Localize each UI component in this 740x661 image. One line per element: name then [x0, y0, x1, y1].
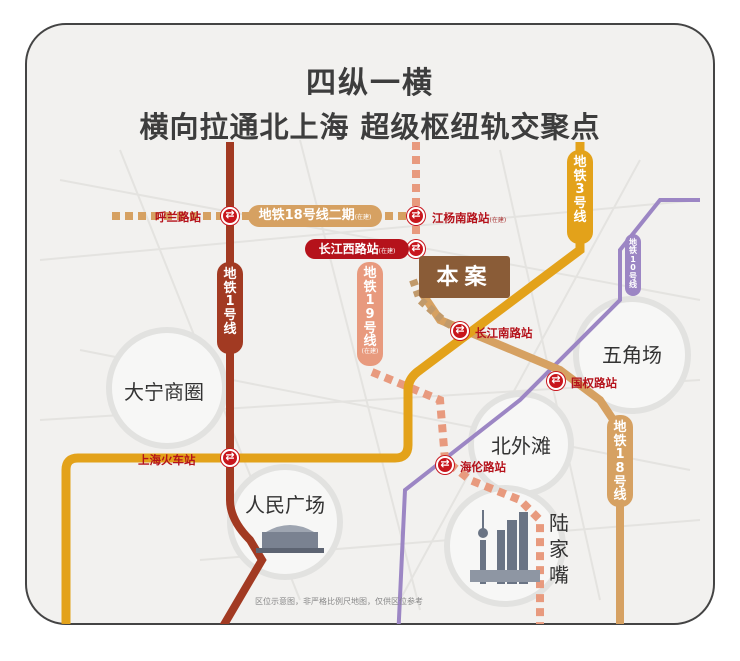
station-changjiang-south: 长江南路站 — [475, 326, 533, 340]
footnote: 区位示意图，非严格比例尺地图，仅供区位参考 — [255, 597, 423, 606]
line-18-dashed-north — [409, 278, 462, 334]
line-19-dashed-south — [370, 368, 544, 624]
station-hailun: 海伦路站 — [460, 460, 506, 474]
area-wujiaochang: 五角场 — [602, 343, 662, 367]
lujiazui-skyline — [470, 510, 540, 584]
line-1-track — [211, 142, 267, 624]
area-lujiazui: 陆家嘴 — [549, 511, 569, 587]
hailun-transfer-icon — [436, 456, 454, 474]
line-3-track — [61, 142, 585, 624]
station-jiangyang-south: 江杨南路站(在建) — [432, 211, 507, 225]
line-18-horizontal-label: 地铁18号线二期(在建) — [248, 205, 382, 227]
station-hulan: 呼兰路站 — [155, 210, 201, 224]
line-3-label: 地铁3号线 — [567, 150, 593, 244]
station-shanghai-railway: 上海火车站 — [138, 453, 196, 467]
guoquan-transfer-icon — [547, 372, 565, 390]
changjiang-south-transfer-icon — [451, 322, 469, 340]
station-guoquan: 国权路站 — [571, 376, 617, 390]
area-daning: 大宁商圈 — [124, 380, 204, 404]
renmin-building — [256, 525, 324, 553]
project-marker: 本案 — [419, 256, 510, 298]
line-19-label: 地铁19号线 (在建) — [357, 262, 383, 366]
area-beiwaitan: 北外滩 — [491, 434, 551, 458]
line-10-track — [396, 198, 700, 624]
line-1-label: 地铁1号线 — [217, 262, 243, 354]
hulan-transfer-icon — [221, 207, 239, 225]
station-changjiang-west: 长江西路站(在建) — [305, 239, 409, 259]
title-line-1: 四纵一横 — [306, 66, 434, 101]
area-renmin: 人民广场 — [245, 493, 325, 517]
jiangyang-south-transfer-icon — [407, 207, 425, 225]
title-line-2: 横向拉通北上海 超级枢纽轨交聚点 — [139, 110, 601, 144]
line-18-vertical-label: 地铁18号线 — [607, 415, 633, 507]
line-10-label: 地铁10号线 — [625, 234, 641, 296]
shanghai-railway-transfer-icon — [221, 449, 239, 467]
